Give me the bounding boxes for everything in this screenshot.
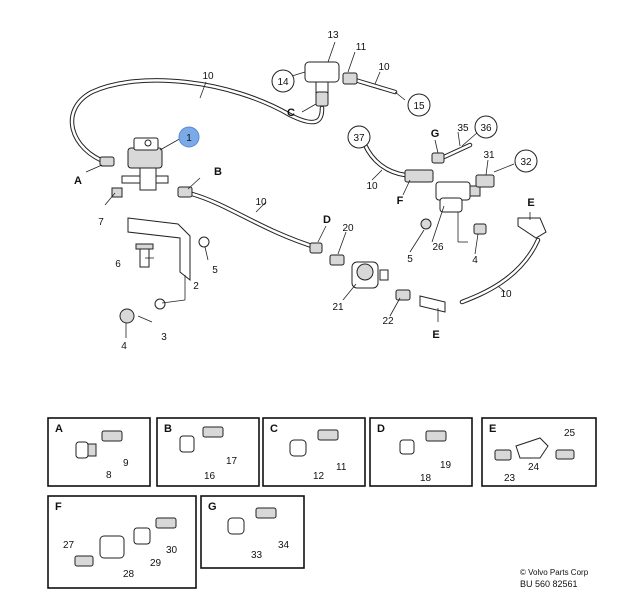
svg-text:35: 35 xyxy=(457,123,469,134)
drawing-reference-number: BU 560 82561 xyxy=(520,579,578,589)
svg-text:C: C xyxy=(270,423,278,435)
elbow-e xyxy=(517,217,547,239)
detail-box-g: G 33 34 xyxy=(200,495,305,569)
svg-text:4: 4 xyxy=(121,341,127,352)
svg-text:C: C xyxy=(287,107,295,119)
valve-21 xyxy=(309,242,446,313)
svg-text:15: 15 xyxy=(413,101,425,112)
svg-text:7: 7 xyxy=(98,217,104,228)
svg-text:D: D xyxy=(323,214,331,226)
callout-1-highlight xyxy=(178,126,200,148)
svg-text:G: G xyxy=(431,128,440,140)
t-piece-13 xyxy=(304,61,358,107)
callout-14: 14 xyxy=(271,69,295,93)
svg-text:22: 22 xyxy=(382,316,394,327)
svg-text:A: A xyxy=(74,175,82,187)
svg-text:25: 25 xyxy=(564,428,576,439)
callout-1: 1 xyxy=(178,126,200,148)
svg-text:B: B xyxy=(214,166,222,178)
svg-text:5: 5 xyxy=(212,265,218,276)
svg-text:17: 17 xyxy=(226,456,238,467)
detail-box-d: D 18 19 xyxy=(369,417,473,487)
hose-right-e xyxy=(459,237,541,305)
svg-text:31: 31 xyxy=(483,150,495,161)
callout-32: 32 xyxy=(514,149,538,173)
hose-upper-loop xyxy=(69,78,325,166)
svg-text:5: 5 xyxy=(407,254,413,265)
svg-text:10: 10 xyxy=(202,71,214,82)
solenoid-valve xyxy=(121,137,169,191)
svg-text:A: A xyxy=(55,423,63,435)
svg-text:12: 12 xyxy=(313,471,325,482)
svg-text:32: 32 xyxy=(520,157,532,168)
detail-box-c: C 12 11 xyxy=(262,417,366,487)
connector-a xyxy=(99,156,115,167)
svg-text:4: 4 xyxy=(472,255,478,266)
detail-box-f: F 27 28 29 30 xyxy=(47,495,197,589)
svg-text:13: 13 xyxy=(327,30,339,41)
svg-text:16: 16 xyxy=(204,471,216,482)
detail-box-a: A 8 9 xyxy=(47,417,151,487)
hose-top-right xyxy=(352,77,398,95)
svg-text:F: F xyxy=(397,195,404,207)
svg-text:23: 23 xyxy=(504,473,516,484)
svg-text:28: 28 xyxy=(123,569,135,580)
nipple-b xyxy=(177,186,193,198)
svg-text:11: 11 xyxy=(356,42,367,53)
hose-g xyxy=(441,142,473,160)
letter-labels: A B C D E E F G xyxy=(74,107,535,341)
svg-text:20: 20 xyxy=(342,223,354,234)
svg-text:F: F xyxy=(55,501,62,513)
svg-text:10: 10 xyxy=(255,197,267,208)
svg-text:21: 21 xyxy=(332,302,344,313)
svg-text:6: 6 xyxy=(115,259,121,270)
svg-text:2: 2 xyxy=(193,281,199,292)
copyright-credit: © Volvo Parts Corp xyxy=(520,568,589,577)
svg-text:E: E xyxy=(432,329,439,341)
number-labels: 10 13 11 10 35 31 10 26 5 4 10 10 20 21 … xyxy=(98,30,512,352)
svg-text:G: G xyxy=(208,501,217,513)
detail-box-e: E 23 24 25 xyxy=(481,417,597,487)
svg-text:10: 10 xyxy=(378,62,390,73)
svg-text:D: D xyxy=(377,423,385,435)
svg-text:9: 9 xyxy=(123,458,129,469)
assembly-26 xyxy=(404,152,495,235)
svg-text:36: 36 xyxy=(480,123,492,134)
svg-text:10: 10 xyxy=(500,289,512,300)
small-parts-left xyxy=(111,187,210,324)
svg-text:33: 33 xyxy=(251,550,263,561)
callout-36: 36 xyxy=(474,115,498,139)
svg-text:27: 27 xyxy=(63,540,75,551)
svg-text:29: 29 xyxy=(150,558,162,569)
svg-text:E: E xyxy=(489,423,496,435)
svg-text:10: 10 xyxy=(366,181,378,192)
hose-f xyxy=(362,142,408,178)
svg-text:E: E xyxy=(527,197,534,209)
svg-text:B: B xyxy=(164,423,172,435)
svg-text:19: 19 xyxy=(440,460,452,471)
svg-text:3: 3 xyxy=(161,332,167,343)
svg-text:30: 30 xyxy=(166,545,178,556)
svg-text:18: 18 xyxy=(420,473,432,484)
svg-text:24: 24 xyxy=(528,462,540,473)
svg-text:14: 14 xyxy=(277,77,289,88)
svg-text:34: 34 xyxy=(278,540,290,551)
svg-text:37: 37 xyxy=(353,133,365,144)
callout-37: 37 xyxy=(347,125,371,149)
callout-leaders xyxy=(85,41,531,338)
callout-15: 15 xyxy=(407,93,431,117)
svg-text:1: 1 xyxy=(186,133,192,144)
svg-text:26: 26 xyxy=(432,242,444,253)
svg-text:11: 11 xyxy=(336,462,347,473)
svg-text:8: 8 xyxy=(106,470,112,481)
detail-box-b: B 16 17 xyxy=(156,417,260,487)
hose-lower-main xyxy=(189,191,321,251)
